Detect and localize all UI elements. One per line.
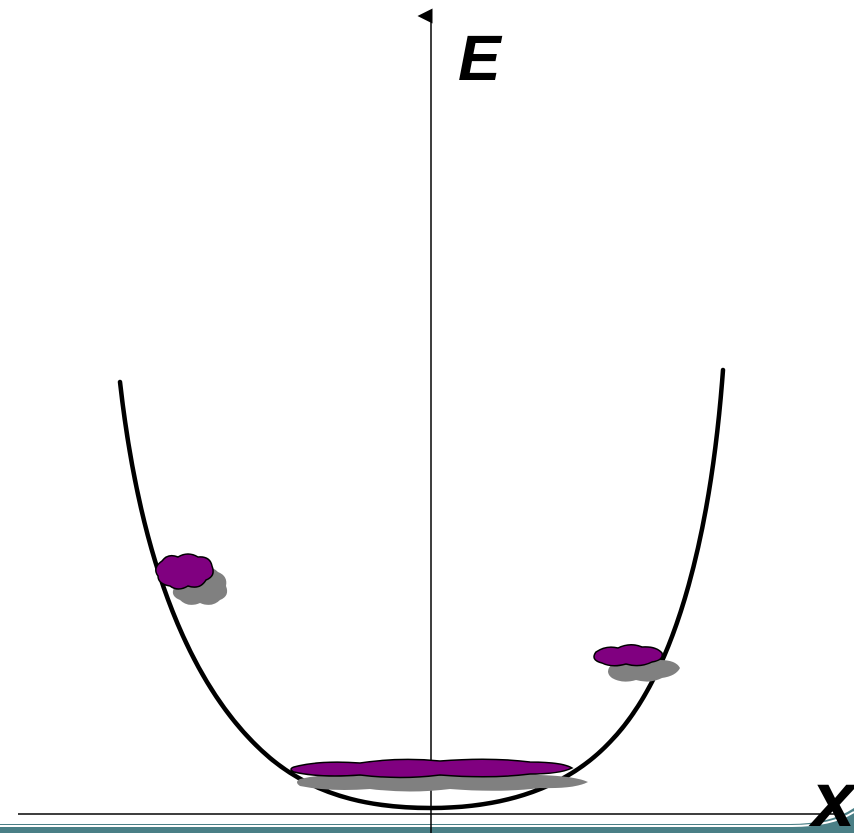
left-particle xyxy=(155,553,228,605)
bottom-border-highlight xyxy=(0,811,854,827)
bottom-particle xyxy=(290,758,588,792)
bottom-border-band xyxy=(0,808,854,833)
bottom-particle-shadow xyxy=(297,772,588,792)
left-particle-blob xyxy=(155,553,214,590)
right-particle-blob xyxy=(593,644,664,667)
x-axis-label: x xyxy=(808,755,854,833)
potential-well-curve xyxy=(117,367,726,811)
right-particle xyxy=(593,644,680,682)
y-axis-label: E xyxy=(458,22,503,94)
bottom-particle-blob xyxy=(290,758,574,779)
